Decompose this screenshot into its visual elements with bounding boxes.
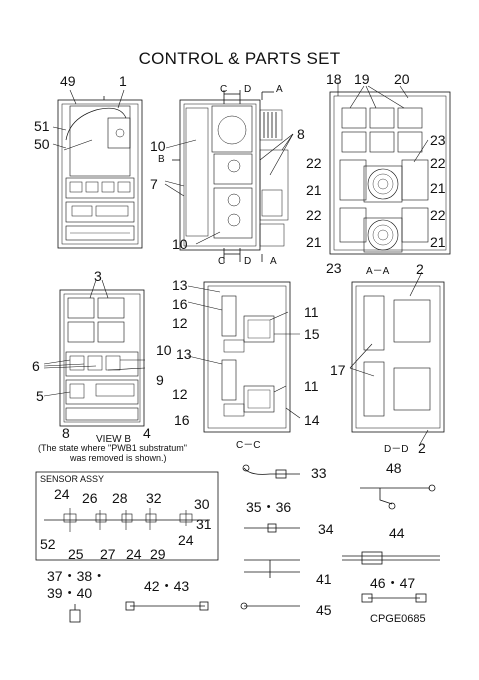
section-aa-view xyxy=(329,91,451,255)
callout-22-a: 22 xyxy=(306,155,322,171)
callout-1: 1 xyxy=(119,73,127,89)
sensor-assy-label: SENSOR ASSY xyxy=(40,474,105,484)
callout-10-b: 10 xyxy=(172,236,188,252)
view-b-note-line1: (The state where "PWB1 substratum" xyxy=(38,443,187,453)
callout-21-a: 21 xyxy=(306,182,322,198)
callout-21-b: 21 xyxy=(430,180,446,196)
callout-19: 19 xyxy=(354,71,370,87)
callout-8-b: 8 xyxy=(62,425,70,441)
control-box-side-view xyxy=(172,90,289,262)
connector-37-40 xyxy=(69,604,81,623)
callout-6: 6 xyxy=(32,358,40,374)
section-cc-view xyxy=(203,281,291,433)
cable-44 xyxy=(342,551,440,565)
callout-18: 18 xyxy=(326,71,342,87)
section-d-bottom: D xyxy=(244,256,252,267)
callout-49: 49 xyxy=(60,73,76,89)
callout-3: 3 xyxy=(94,268,102,284)
section-c-bottom: C xyxy=(218,256,226,267)
callout-9: 9 xyxy=(156,372,164,388)
callout-24-c: 24 xyxy=(126,546,142,562)
callout-4: 4 xyxy=(143,425,151,441)
callout-12-b: 12 xyxy=(172,386,188,402)
callout-33: 33 xyxy=(311,465,327,481)
callout-42-43: 42・43 xyxy=(144,578,190,594)
cable-41 xyxy=(244,559,300,578)
callout-25: 25 xyxy=(68,546,84,562)
callout-11-b: 11 xyxy=(304,378,319,394)
callout-24-a: 24 xyxy=(54,486,70,502)
callout-37-38: 37・38・ xyxy=(47,568,107,584)
cable-46-47 xyxy=(361,593,427,603)
callout-20: 20 xyxy=(394,71,410,87)
callout-51: 51 xyxy=(34,118,50,134)
callout-27: 27 xyxy=(100,546,116,562)
section-a-bottom: A xyxy=(270,256,277,267)
callout-14: 14 xyxy=(304,412,320,428)
section-a-top: A xyxy=(276,84,283,95)
callout-17: 17 xyxy=(330,362,346,378)
callout-21-c: 21 xyxy=(306,234,322,250)
callout-52: 52 xyxy=(40,536,56,552)
callout-50: 50 xyxy=(34,136,50,152)
callout-12-a: 12 xyxy=(172,315,188,331)
callout-35-36: 35・36 xyxy=(246,499,292,515)
sensor-assy-box xyxy=(35,471,219,561)
cable-45 xyxy=(240,602,300,610)
view-b xyxy=(59,289,145,427)
callout-46-47: 46・47 xyxy=(370,575,416,591)
callout-7: 7 xyxy=(150,176,158,192)
callout-45: 45 xyxy=(316,602,332,618)
callout-23-b: 23 xyxy=(326,260,342,276)
callout-22-b: 22 xyxy=(430,155,446,171)
control-box-front-view xyxy=(57,96,143,249)
section-dd-view xyxy=(351,281,445,433)
callout-8: 8 xyxy=(297,126,305,142)
page-title: CONTROL & PARTS SET xyxy=(138,49,341,68)
section-cc-label: C－C xyxy=(236,440,261,451)
document-code: CPGE0685 xyxy=(370,613,426,625)
callout-13-a: 13 xyxy=(172,277,188,293)
view-b-arrow-label: B xyxy=(158,154,165,165)
callout-13-b: 13 xyxy=(176,346,192,362)
cable-34 xyxy=(244,523,300,533)
callout-23-a: 23 xyxy=(430,132,446,148)
callout-16-a: 16 xyxy=(172,296,188,312)
callout-15: 15 xyxy=(304,326,320,342)
callout-21-d: 21 xyxy=(430,234,446,250)
callout-16-b: 16 xyxy=(174,412,190,428)
section-dd-label: D－D xyxy=(384,444,409,455)
callout-22-d: 22 xyxy=(430,207,446,223)
callout-11-a: 11 xyxy=(304,304,319,320)
callout-32: 32 xyxy=(146,490,162,506)
callout-34: 34 xyxy=(318,521,334,537)
callout-26: 26 xyxy=(82,490,98,506)
callout-29: 29 xyxy=(150,546,166,562)
callout-39-40: 39・40 xyxy=(47,585,93,601)
callout-31: 31 xyxy=(196,516,212,532)
callout-44: 44 xyxy=(389,525,405,541)
section-c-top: C xyxy=(220,84,228,95)
callout-2-b: 2 xyxy=(418,440,426,456)
cable-33 xyxy=(242,464,300,479)
section-aa-label: A－A xyxy=(366,266,390,277)
leader-lines xyxy=(43,82,429,445)
callout-2-a: 2 xyxy=(416,261,424,277)
view-b-note-line2: was removed is shown.) xyxy=(70,453,167,463)
callout-5: 5 xyxy=(36,388,44,404)
callout-30: 30 xyxy=(194,496,210,512)
view-b-label: VIEW B xyxy=(96,434,132,445)
callout-10-c: 10 xyxy=(156,342,172,358)
cable-48 xyxy=(360,484,436,510)
callout-24-b: 24 xyxy=(178,532,194,548)
callout-41: 41 xyxy=(316,571,332,587)
callout-22-c: 22 xyxy=(306,207,322,223)
callout-10-a: 10 xyxy=(150,138,166,154)
callout-48: 48 xyxy=(386,460,402,476)
callout-28: 28 xyxy=(112,490,128,506)
section-d-top: D xyxy=(244,84,252,95)
cable-42-43 xyxy=(125,601,209,611)
